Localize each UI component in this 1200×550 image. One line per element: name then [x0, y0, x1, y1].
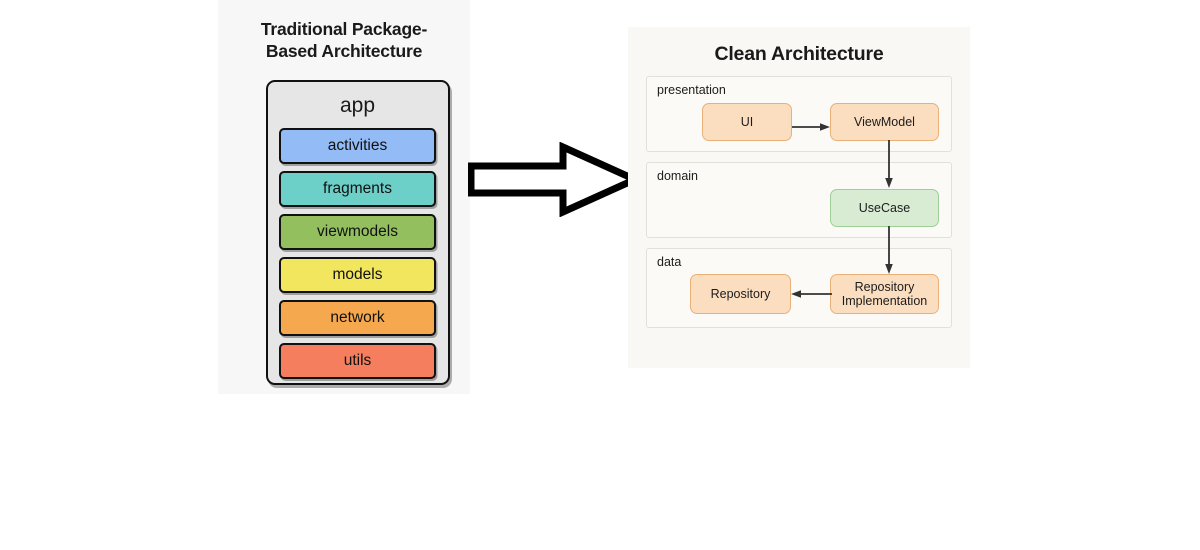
right-block-arrow-icon: [468, 142, 638, 217]
node-label: UI: [740, 115, 754, 129]
left-panel-title-line-2: Based Architecture: [265, 41, 423, 61]
layer-label-presentation: presentation: [657, 83, 726, 97]
arrow-shape: [468, 142, 638, 217]
app-container-label: app: [339, 94, 376, 117]
layer-data: data Repository Repository Implementatio…: [646, 248, 952, 328]
node-label-line-2: Implementation: [841, 294, 928, 308]
node-label: ViewModel: [854, 115, 915, 129]
left-panel-title: Traditional Package- Based Architecture: [218, 18, 470, 62]
package-label: network: [330, 309, 385, 326]
package-box-viewmodels[interactable]: viewmodels: [279, 214, 436, 250]
package-label: utils: [343, 352, 372, 369]
node-repository[interactable]: Repository: [690, 274, 791, 314]
node-label: Repository: [710, 287, 771, 301]
node-repository-implementation[interactable]: Repository Implementation: [830, 274, 939, 314]
clean-architecture-panel: Clean Architecture presentation UI ViewM…: [628, 27, 970, 368]
package-label: viewmodels: [317, 223, 398, 240]
package-label: fragments: [323, 180, 392, 197]
right-panel-title: Clean Architecture: [714, 43, 884, 65]
layer-presentation: presentation UI ViewModel: [646, 76, 952, 152]
edge-viewmodel-to-usecase: [885, 140, 893, 188]
traditional-architecture-panel: Traditional Package- Based Architecture …: [218, 0, 470, 394]
edge-ui-to-viewmodel: [792, 123, 830, 131]
layer-domain: domain UseCase: [646, 162, 952, 238]
node-viewmodel[interactable]: ViewModel: [830, 103, 939, 141]
node-label: UseCase: [858, 201, 911, 215]
package-label: models: [332, 266, 383, 283]
edge-repositoryimpl-to-repository: [791, 290, 832, 298]
layer-label-data: data: [657, 255, 682, 269]
package-box-activities[interactable]: activities: [279, 128, 436, 164]
node-label-line-1: Repository: [854, 280, 915, 294]
package-box-network[interactable]: network: [279, 300, 436, 336]
layer-label-domain: domain: [657, 169, 698, 183]
package-box-models[interactable]: models: [279, 257, 436, 293]
package-label: activities: [327, 137, 388, 154]
left-panel-title-line-1: Traditional Package-: [260, 19, 428, 39]
node-usecase[interactable]: UseCase: [830, 189, 939, 227]
package-box-utils[interactable]: utils: [279, 343, 436, 379]
edge-usecase-to-repositoryimpl: [885, 226, 893, 274]
node-ui[interactable]: UI: [702, 103, 792, 141]
package-box-fragments[interactable]: fragments: [279, 171, 436, 207]
app-package-container: app activities fragments viewmodels mode…: [266, 80, 450, 385]
